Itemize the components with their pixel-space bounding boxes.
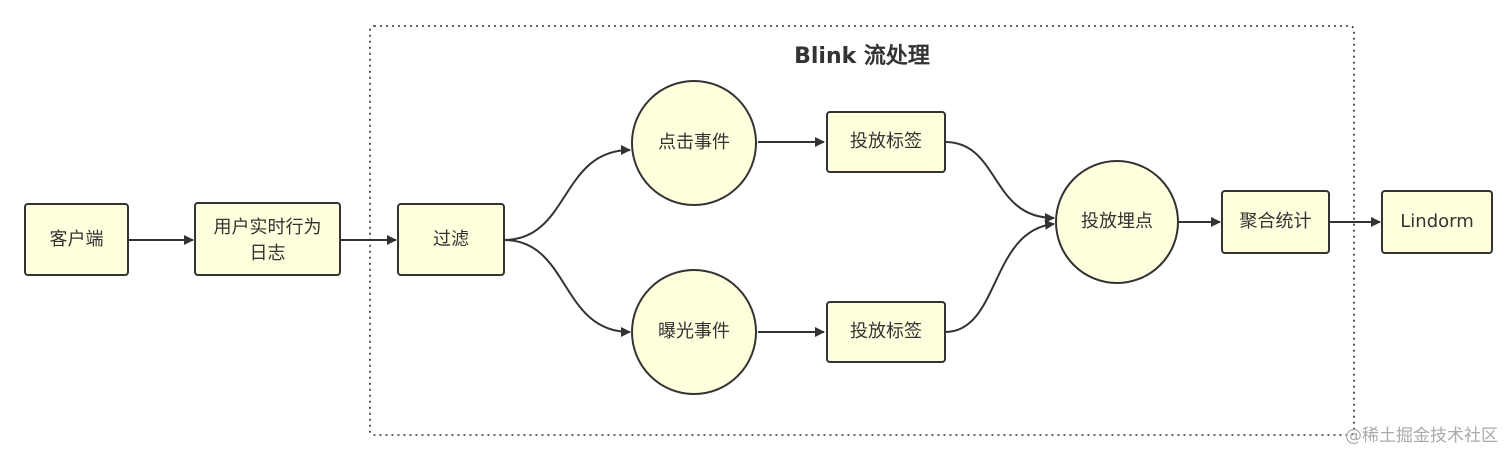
node-agg-label: 聚合统计	[1240, 211, 1312, 232]
edges	[128, 137, 1381, 337]
edge-filter-exposure	[503, 239, 631, 337]
edge-tag-top-track	[944, 141, 1055, 223]
node-tag-top-label: 投放标签	[850, 131, 922, 152]
node-log: 用户实时行为 日志	[194, 202, 341, 276]
node-exposure-label: 曝光事件	[658, 321, 730, 342]
node-tag-top: 投放标签	[826, 111, 946, 173]
node-track: 投放埋点	[1055, 160, 1179, 284]
node-click: 点击事件	[631, 80, 757, 206]
watermark-text: @稀土掘金技术社区	[1345, 426, 1498, 446]
edge-filter-click	[503, 145, 631, 241]
edge-tag-bottom-track	[944, 219, 1055, 333]
blink-group-box	[369, 25, 1355, 436]
node-log-label-line2: 日志	[250, 243, 286, 264]
node-filter-label: 过滤	[433, 229, 469, 250]
node-tag-bottom-label: 投放标签	[850, 321, 922, 342]
node-client: 客户端	[24, 203, 129, 276]
blink-group-title: Blink 流处理	[794, 43, 930, 69]
node-lindorm: Lindorm	[1381, 190, 1493, 254]
node-lindorm-label: Lindorm	[1400, 211, 1474, 232]
node-track-label: 投放埋点	[1081, 211, 1153, 232]
node-tag-bottom: 投放标签	[826, 301, 946, 363]
node-exposure: 曝光事件	[631, 269, 757, 395]
node-log-label-line1: 用户实时行为	[214, 217, 322, 238]
node-filter: 过滤	[397, 203, 505, 276]
node-click-label: 点击事件	[658, 132, 730, 153]
node-agg: 聚合统计	[1221, 190, 1330, 254]
node-client-label: 客户端	[50, 229, 104, 250]
